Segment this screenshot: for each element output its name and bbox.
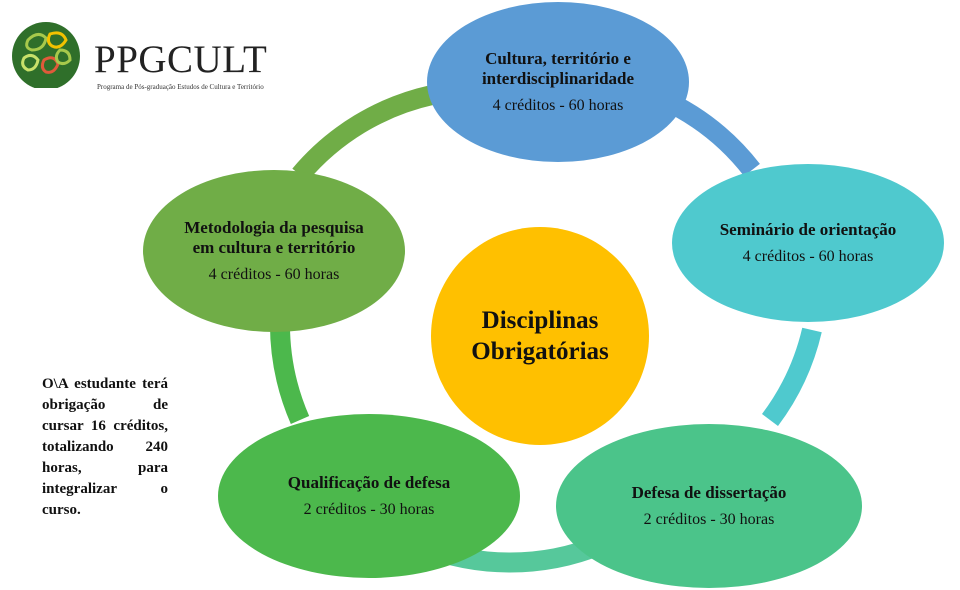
node-metodologia-pesquisa: Metodologia da pesquisa em cultura e ter… xyxy=(143,170,405,332)
center-title: Disciplinas Obrigatórias xyxy=(471,307,609,365)
node-credits: 2 créditos - 30 horas xyxy=(643,511,775,528)
ppgcult-logo: PPGCULT Programa de Pós-graduação Estudo… xyxy=(8,18,288,91)
center-disciplinas-obrigatorias: Disciplinas Obrigatórias xyxy=(431,227,649,445)
node-title: Seminário de orientação xyxy=(719,220,897,239)
node-credits: 4 créditos - 60 horas xyxy=(208,266,340,283)
node-credits: 2 créditos - 30 horas xyxy=(303,501,435,518)
node-title: Qualificação de defesa xyxy=(287,473,451,492)
node-title: Metodologia da pesquisa em cultura e ter… xyxy=(184,218,364,257)
node-title: Cultura, território e interdisciplinarid… xyxy=(481,49,635,88)
node-title: Defesa de dissertação xyxy=(631,483,787,502)
node-defesa-dissertacao: Defesa de dissertação 2 créditos - 30 ho… xyxy=(556,424,862,588)
node-cultura-territorio: Cultura, território e interdisciplinarid… xyxy=(427,2,689,162)
node-credits: 4 créditos - 60 horas xyxy=(742,248,874,265)
arc-qualificacao-metodologia xyxy=(269,319,310,424)
credits-note: O\A estudante terá obrigação de cursar 1… xyxy=(42,376,168,518)
arc-seminario-defesa xyxy=(761,327,822,427)
node-seminario-orientacao: Seminário de orientação 4 créditos - 60 … xyxy=(672,164,944,322)
node-credits: 4 créditos - 60 horas xyxy=(492,97,624,114)
logo-emblem-icon xyxy=(12,22,80,88)
logo-tagline: Programa de Pós-graduação Estudos de Cul… xyxy=(97,83,264,91)
node-qualificacao-defesa: Qualificação de defesa 2 créditos - 30 h… xyxy=(218,414,520,578)
logo-name: PPGCULT xyxy=(94,38,268,81)
arc-metodologia-cultura xyxy=(292,85,435,182)
